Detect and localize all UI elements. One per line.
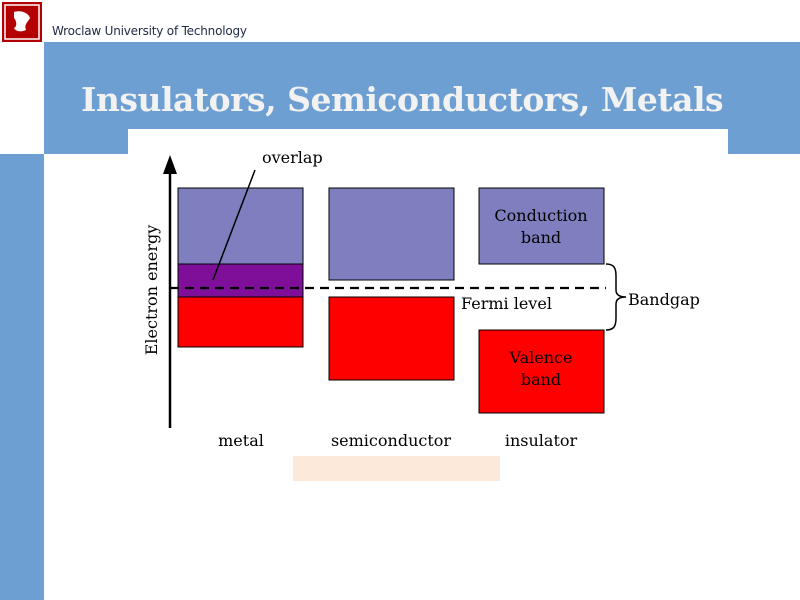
header-strip — [0, 0, 800, 42]
caption-box — [293, 456, 500, 481]
valence-band-label-line2: band — [521, 370, 561, 389]
fermi-level-label: Fermi level — [461, 294, 552, 313]
insulator-valence-band — [478, 329, 605, 414]
metal-overlap-band — [177, 263, 304, 298]
semiconductor-valence-band — [328, 296, 455, 381]
bandgap-label: Bandgap — [628, 290, 700, 309]
overlap-label: overlap — [262, 148, 323, 167]
metal-valence-band — [177, 296, 304, 348]
slide-title: Insulators, Semiconductors, Metals — [81, 80, 724, 119]
column-label-metal: metal — [218, 431, 264, 450]
university-name: Wroclaw University of Technology — [52, 24, 247, 38]
insulator-conduction-band — [478, 187, 605, 265]
semiconductor-conduction-band — [328, 187, 455, 281]
conduction-band-label-line1: Conduction — [494, 206, 587, 225]
overlap-pointer — [212, 169, 256, 281]
energy-axis-arrow — [163, 155, 177, 174]
bandgap-brace — [605, 263, 627, 331]
y-axis-label: Electron energy — [142, 225, 161, 356]
valence-band-label-line1: Valence — [509, 348, 573, 367]
conduction-band-label-line2: band — [521, 228, 561, 247]
university-logo — [2, 2, 42, 42]
column-label-semiconductor: semiconductor — [331, 431, 451, 450]
column-label-insulator: insulator — [505, 431, 578, 450]
side-bar — [0, 154, 44, 600]
